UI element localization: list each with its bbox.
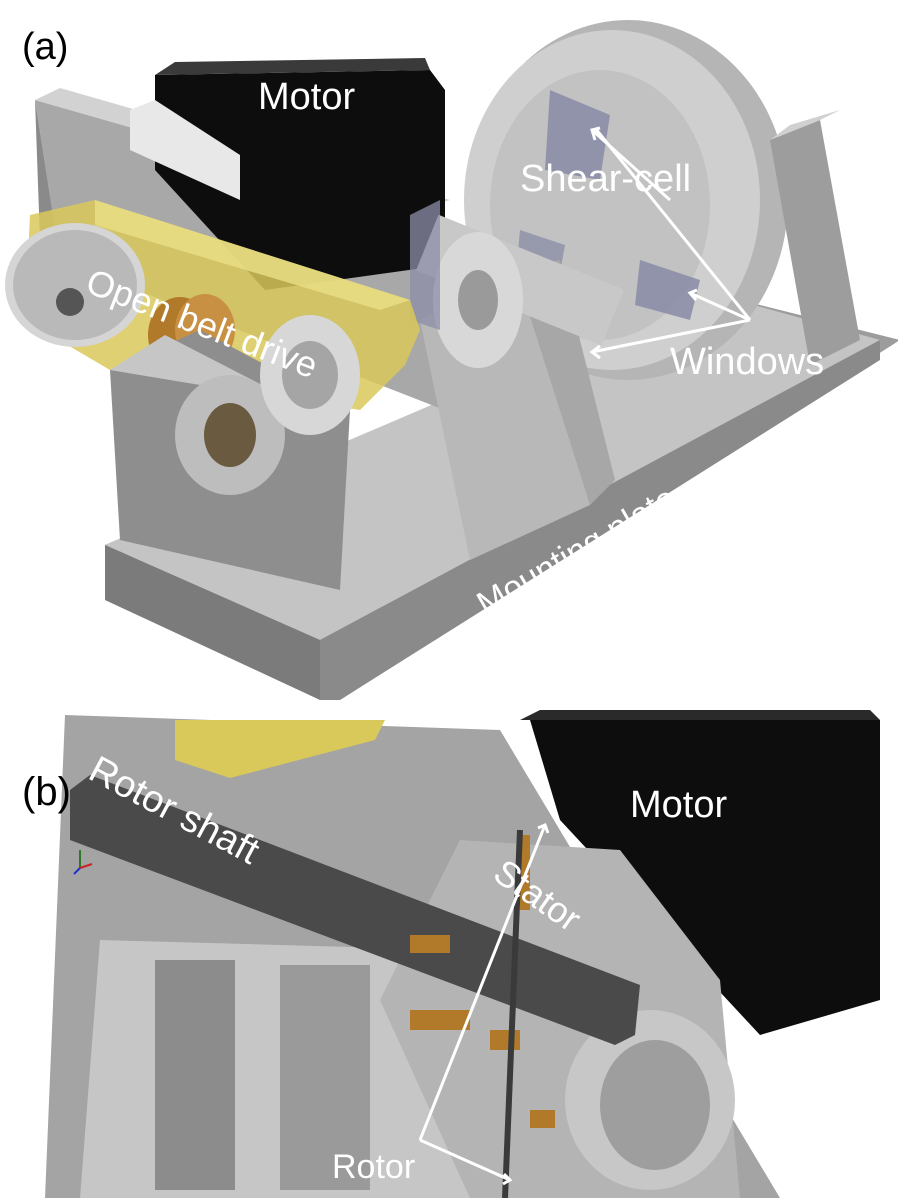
driven-pulley: [260, 315, 360, 435]
right-support: [770, 110, 860, 365]
arrow-rotor-1: [418, 824, 547, 1141]
arrow-window-3: [591, 318, 751, 354]
panel-a-drawing: [5, 20, 898, 700]
arrow-window-1: [593, 127, 752, 321]
annotation-arrows: [589, 126, 752, 360]
arrow-rotor-2: [419, 1138, 511, 1182]
arrow-window-2: [689, 291, 751, 322]
shaft-assembly: [410, 200, 624, 368]
belt-section: [175, 720, 385, 778]
driver-pulley: [5, 223, 145, 347]
panel-b-label: (b): [22, 770, 71, 814]
motor-label: Motor: [258, 76, 356, 118]
shear-cell-label: Shear-cell: [520, 158, 692, 200]
panel-b-section-view: (b) Motor Rotor shaft Stator Rotor: [0, 700, 898, 1198]
section-motor-label: Motor: [630, 784, 728, 826]
motor-body: [130, 58, 445, 290]
rotor-label: Rotor: [332, 1148, 416, 1186]
panel-b-drawing: [45, 710, 880, 1198]
rotor-shaft-bar: [70, 775, 640, 1045]
panel-a-label: (a): [22, 26, 69, 68]
panel-a-assembly-view: (a) Motor Open belt drive Shear-cell Win…: [5, 20, 898, 700]
section-annotation-arrows: [418, 823, 550, 1186]
windows-label: Windows: [670, 341, 825, 383]
section-motor-body: [520, 710, 880, 1035]
coordinate-axes-icon: [73, 850, 93, 875]
